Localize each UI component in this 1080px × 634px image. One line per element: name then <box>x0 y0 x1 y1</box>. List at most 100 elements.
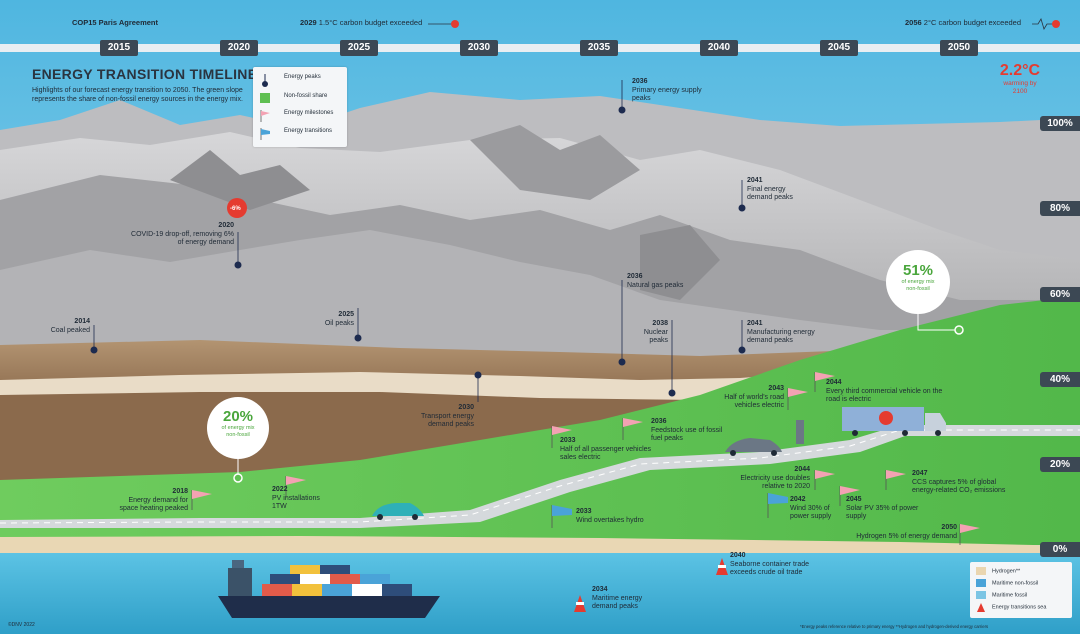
peak-dot-gas <box>618 358 626 366</box>
swatch-icon <box>976 579 986 587</box>
legend-nonfossil: Non-fossil share <box>259 93 327 105</box>
budget-2056-text: 2°C carbon budget exceeded <box>923 18 1022 27</box>
sea-legend-hydrogen: Hydrogen** <box>976 567 1020 575</box>
covid-virus-illustration <box>227 198 247 218</box>
flag-2022 <box>285 476 306 498</box>
flag-2044b <box>814 470 835 490</box>
nonfossil-bubble-2020: 20% of energy mix non-fossil <box>209 399 267 457</box>
swatch-icon <box>976 567 986 575</box>
year-tick: 2035 <box>580 40 618 56</box>
year-tick: 2020 <box>220 40 258 56</box>
sea-legend-nonfossil: Maritime non-fossil <box>976 579 1038 587</box>
percent-label-0: 0% <box>1040 542 1080 557</box>
year-tick: 2045 <box>820 40 858 56</box>
legend: Energy peaks Non-fossil share Energy mil… <box>253 67 347 147</box>
car-illustration <box>372 503 424 520</box>
swatch-icon <box>976 591 986 599</box>
page-title: ENERGY TRANSITION TIMELINE <box>32 66 258 82</box>
covid-badge: -6% <box>230 206 241 212</box>
flag-2033 <box>551 426 572 448</box>
warming-indicator: 2.2°C warming by 2100 <box>980 62 1060 96</box>
legend-peaks: Energy peaks <box>259 74 321 90</box>
bubble-2050-value: 51% <box>902 262 934 279</box>
year-tick: 2050 <box>940 40 978 56</box>
legend-milestones: Energy milestones <box>259 110 333 124</box>
budget-2029-label: 2029 1.5°C carbon budget exceeded <box>300 18 423 28</box>
flag-2047 <box>885 470 906 490</box>
nonfossil-bubble-2050: 51% of energy mix non-fossil <box>888 252 948 312</box>
flag-icon <box>260 110 270 122</box>
peak-dot-oil <box>354 334 362 342</box>
flag-2043 <box>787 388 808 410</box>
peak-dot-transport <box>474 371 482 379</box>
peak-dot-nuclear <box>668 389 676 397</box>
percent-label-100: 100% <box>1040 116 1080 131</box>
bubble-2050-text: of energy mix non-fossil <box>901 279 935 292</box>
year-tick: 2015 <box>100 40 138 56</box>
windsock-2042 <box>767 493 788 518</box>
percent-label-20: 20% <box>1040 457 1080 472</box>
flag-2044a <box>814 372 835 392</box>
ev-charging-illustration <box>725 420 804 456</box>
year-tick: 2040 <box>700 40 738 56</box>
buoy-icon <box>976 603 986 612</box>
percent-label-60: 60% <box>1040 287 1080 302</box>
percent-label-40: 40% <box>1040 372 1080 387</box>
percent-label-80: 80% <box>1040 201 1080 216</box>
bubble-2020-text: of energy mix non-fossil <box>221 425 255 438</box>
copyright: ©DNV 2022 <box>8 622 35 628</box>
sea-legend: Hydrogen** Maritime non-fossil Maritime … <box>970 562 1072 618</box>
cop15-label: COP15 Paris Agreement <box>72 18 159 27</box>
warming-text: warming by 2100 <box>1003 80 1037 95</box>
flag-2050 <box>959 524 980 545</box>
buoy-2034 <box>574 595 586 612</box>
budget-2056-label: 2056 2°C carbon budget exceeded <box>905 18 1022 28</box>
buoy-2040 <box>716 558 728 575</box>
year-tick: 2025 <box>340 40 378 56</box>
windsock-icon <box>260 128 270 140</box>
bubble-2020-value: 20% <box>222 408 254 425</box>
container-ship-illustration <box>218 560 440 618</box>
windsock-2033 <box>551 505 572 528</box>
footnotes: *Energy peaks reference relative to prim… <box>800 624 989 629</box>
peak-dot-covid <box>234 261 242 269</box>
warming-value: 2.2°C <box>999 62 1041 79</box>
flag-2018 <box>191 490 212 510</box>
peak-dot-coal <box>90 346 98 354</box>
sea-legend-transitions: Energy transitions sea <box>976 603 1046 612</box>
year-tick: 2030 <box>460 40 498 56</box>
green-square-icon <box>260 93 270 103</box>
budget-2029-text: 1.5°C carbon budget exceeded <box>318 18 423 27</box>
budget-2029-year: 2029 <box>300 18 317 27</box>
peak-dot-primary <box>618 106 626 114</box>
sea-legend-fossil: Maritime fossil <box>976 591 1027 599</box>
subtitle: Highlights of our forecast energy transi… <box>32 87 243 103</box>
budget-2056-year: 2056 <box>905 18 922 27</box>
legend-transitions: Energy transitions <box>259 128 332 142</box>
peak-dot-manufacturing <box>738 346 746 354</box>
peak-marker-icon <box>262 74 268 87</box>
